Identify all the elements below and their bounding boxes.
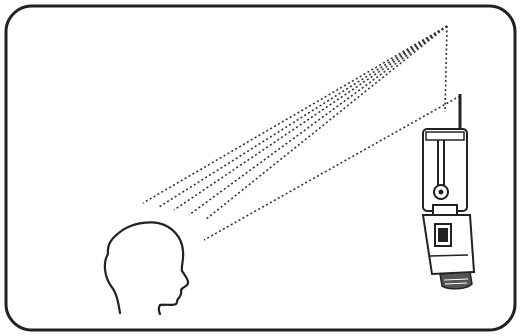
light-ray [188, 25, 448, 216]
light-ray [203, 95, 461, 241]
light-ray [204, 25, 448, 221]
light-rays [142, 25, 461, 241]
flash-foot [439, 271, 473, 290]
light-ray [142, 25, 448, 204]
flash-unit [421, 94, 476, 290]
light-ray [173, 25, 448, 211]
head-silhouette [103, 221, 190, 316]
light-ray [444, 25, 448, 113]
diagram-frame [4, 4, 517, 332]
